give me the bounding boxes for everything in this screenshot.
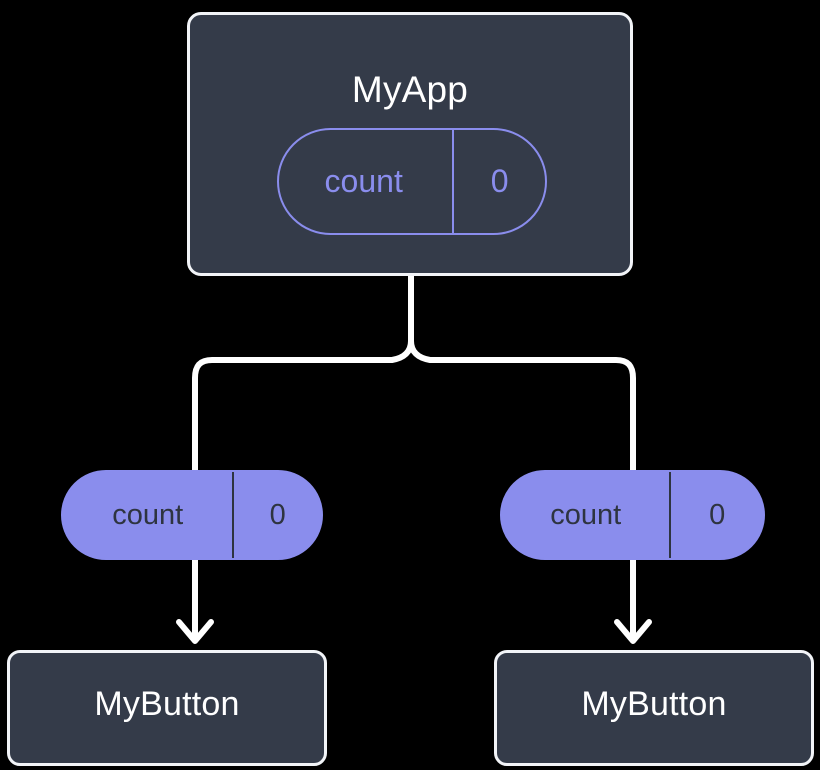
node-mybutton-left-label: MyButton bbox=[94, 685, 240, 723]
node-mybutton-right-label: MyButton bbox=[581, 685, 727, 723]
connector-branch-right bbox=[408, 338, 636, 473]
node-myapp-label: MyApp bbox=[351, 69, 469, 110]
state-pill-child-right[interactable]: count 0 bbox=[500, 470, 765, 560]
arrow-head-left-icon bbox=[176, 619, 214, 644]
state-pill-child-right-key: count bbox=[550, 498, 622, 531]
state-pill-child-right-value: 0 bbox=[669, 472, 763, 558]
arrow-head-right-icon bbox=[614, 619, 652, 644]
state-pill-child-left-value: 0 bbox=[232, 472, 321, 558]
node-mybutton-right[interactable]: MyButton bbox=[494, 650, 814, 766]
state-pill-child-left[interactable]: count 0 bbox=[61, 470, 323, 560]
state-pill-myapp[interactable]: count 0 bbox=[277, 128, 547, 235]
state-pill-myapp-key: count bbox=[324, 163, 403, 199]
node-mybutton-left[interactable]: MyButton bbox=[7, 650, 327, 766]
state-pill-myapp-value: 0 bbox=[452, 130, 545, 233]
state-pill-child-left-key: count bbox=[112, 498, 184, 531]
connector-branch-left bbox=[192, 338, 414, 473]
